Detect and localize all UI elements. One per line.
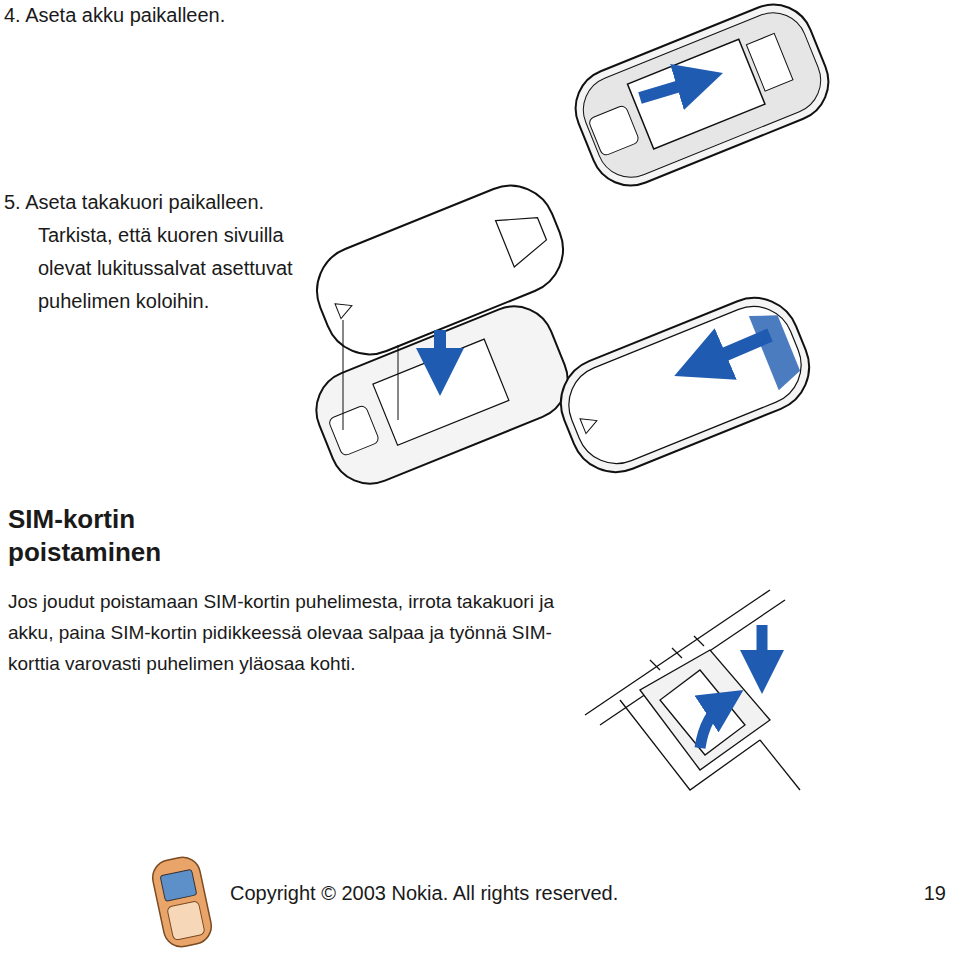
step-text: 5. Aseta takakuori paikalleen. Tarkista,… <box>38 186 310 318</box>
section-heading: SIM-kortin poistaminen <box>8 503 198 569</box>
copyright-footer: Copyright © 2003 Nokia. All rights reser… <box>230 880 690 906</box>
phone-battery-figure <box>564 0 841 197</box>
direction-arrow <box>700 335 770 365</box>
direction-arrow <box>700 702 725 748</box>
page-number: 19 <box>900 880 946 906</box>
phone-logo <box>149 854 214 950</box>
sim-holder-figure <box>585 590 800 790</box>
closed-phone-figure <box>547 284 822 485</box>
direction-arrow <box>640 80 700 98</box>
guide-line <box>343 320 344 430</box>
guide-line <box>398 345 399 420</box>
body-paragraph: Jos joudut poistamaan SIM-kortin puhelim… <box>8 586 573 679</box>
direction-arrow <box>434 330 446 372</box>
direction-arrow <box>757 625 768 672</box>
step-text: 4. Aseta akku paikalleen. <box>4 2 404 28</box>
